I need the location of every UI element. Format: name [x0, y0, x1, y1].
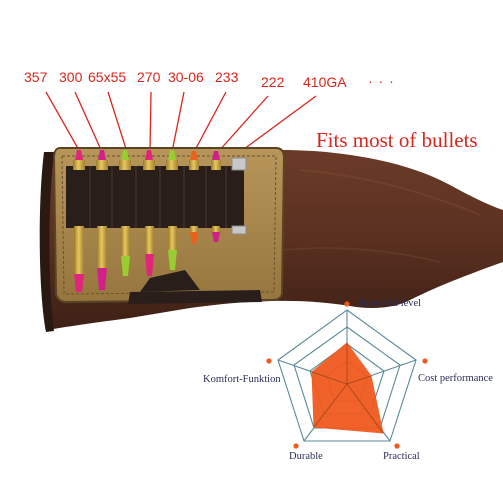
- caliber-label: 300: [59, 69, 83, 85]
- headline: Fits most of bullets: [316, 128, 478, 152]
- caliber-label: 30-06: [168, 69, 204, 85]
- radar-axis-label: Beautiful level: [359, 298, 422, 309]
- cartridges: [73, 150, 247, 292]
- radar-chart: [266, 301, 428, 449]
- caliber-label: 357: [24, 69, 48, 85]
- caliber-label: · · ·: [368, 73, 395, 89]
- pointer-lines: [45, 91, 317, 153]
- caliber-label: 222: [261, 74, 285, 90]
- caliber-label: 233: [215, 69, 239, 85]
- radar-axis-label: Practical: [383, 451, 420, 462]
- caliber-label: 410GA: [303, 74, 347, 90]
- radar-axis-label: Durable: [289, 451, 323, 462]
- radar-axis-label: Komfort-Funktion: [203, 374, 281, 385]
- caliber-label: 270: [137, 69, 161, 85]
- radar-axis-label: Cost performance: [418, 373, 493, 384]
- caliber-label: 65x55: [88, 69, 127, 85]
